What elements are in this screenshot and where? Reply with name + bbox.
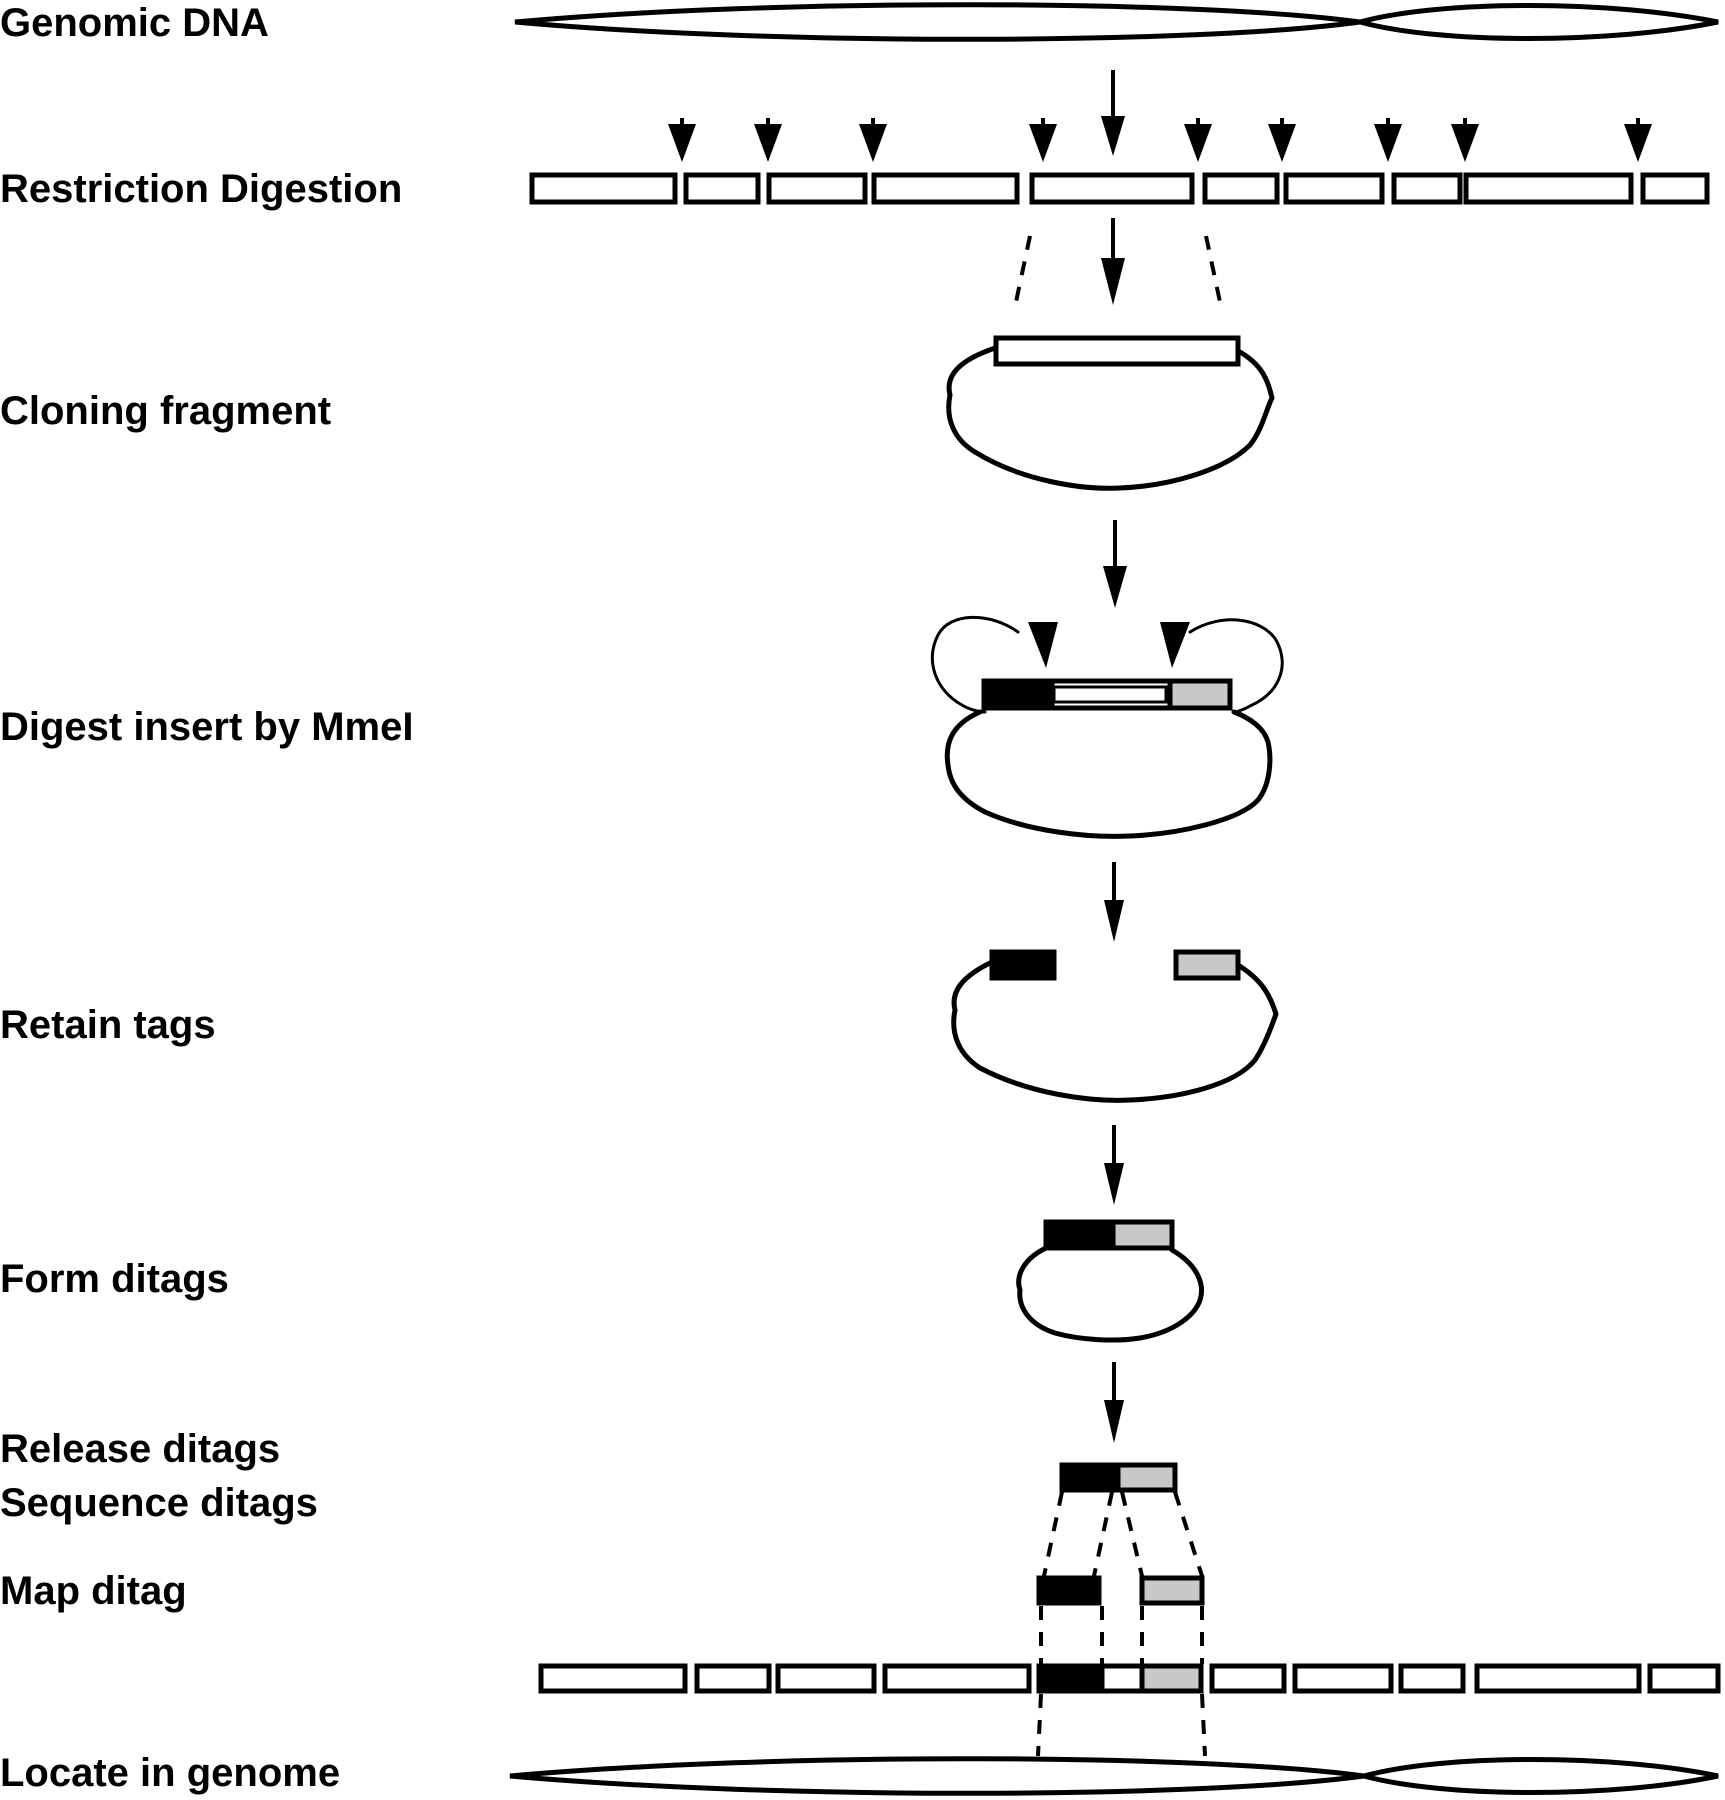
ditag-vector — [1016, 1219, 1204, 1343]
genomic-dna-chromosome — [514, 2, 1719, 42]
mmei-digest-vector — [930, 615, 1284, 839]
arrowhead-down-icon — [754, 118, 782, 162]
label-genomic-dna: Genomic DNA — [0, 1, 269, 45]
label-map-ditag: Map ditag — [0, 1569, 187, 1613]
arrow-down-icon — [1101, 70, 1125, 156]
arrowhead-down-icon — [1268, 118, 1296, 162]
label-sequence-ditags: Sequence ditags — [0, 1481, 318, 1525]
arrowhead-down-icon — [1184, 118, 1212, 162]
label-retain-tags: Retain tags — [0, 1003, 216, 1047]
restriction-fragments — [529, 172, 1710, 205]
arrowhead-down-icon — [1160, 622, 1190, 668]
arrowhead-down-icon — [1028, 622, 1058, 668]
genome-chromosome — [509, 1756, 1719, 1796]
arrowhead-down-icon — [1624, 118, 1652, 162]
arrowhead-down-icon — [1451, 118, 1479, 162]
arrowhead-down-icon — [668, 118, 696, 162]
mapped-tags — [1036, 1575, 1205, 1606]
label-form-ditags: Form ditags — [0, 1257, 229, 1301]
label-release-ditags: Release ditags — [0, 1427, 280, 1471]
retain-tags-vector — [951, 949, 1279, 1103]
arrow-down-icon — [1104, 1362, 1124, 1443]
label-locate-in-genome: Locate in genome — [0, 1751, 340, 1795]
cut-sites — [668, 118, 1652, 162]
label-digest-insert: Digest insert by MmeI — [0, 705, 413, 749]
label-restriction-digestion: Restriction Digestion — [0, 167, 402, 211]
arrow-down-icon — [1103, 520, 1127, 608]
dashed-guide — [1014, 235, 1032, 303]
dashed-guide — [1204, 235, 1222, 303]
arrow-down-icon — [1101, 218, 1125, 305]
arrowhead-down-icon — [1029, 118, 1057, 162]
arrow-down-icon — [1104, 1125, 1124, 1205]
genome-fragments — [538, 1663, 1721, 1694]
arrow-down-icon — [1104, 862, 1124, 942]
arrowhead-down-icon — [1374, 118, 1402, 162]
dashed-guides-locate — [1036, 1693, 1207, 1757]
dashed-guides-map — [1039, 1606, 1204, 1664]
cloning-vector — [946, 335, 1275, 491]
label-cloning-fragment: Cloning fragment — [0, 389, 331, 433]
dashed-guides-sequence — [1042, 1491, 1204, 1577]
arrowhead-down-icon — [859, 118, 887, 162]
released-ditag — [1059, 1462, 1178, 1493]
